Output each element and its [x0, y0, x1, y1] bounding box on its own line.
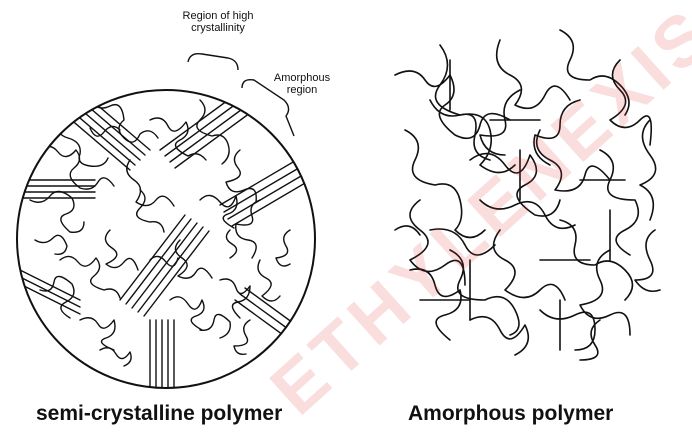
- crystallinity-label: Region of high crystallinity: [168, 10, 268, 34]
- amorphous-diagram: [395, 30, 660, 360]
- amorphous-squiggles: [30, 100, 290, 366]
- crystallinity-label-line-1: Region of high: [168, 10, 268, 22]
- crystallinity-label-line-2: crystallinity: [168, 22, 268, 34]
- amorphous-region-label: Amorphous region: [262, 72, 342, 96]
- amorphous-region-label-line-1: Amorphous: [262, 72, 342, 84]
- caption-amorphous: Amorphous polymer: [408, 402, 613, 426]
- semi-crystalline-diagram: [17, 54, 317, 395]
- caption-semi-crystalline: semi-crystalline polymer: [36, 402, 282, 426]
- crystallinity-bracket: [188, 54, 238, 70]
- amorphous-region-label-line-2: region: [262, 84, 342, 96]
